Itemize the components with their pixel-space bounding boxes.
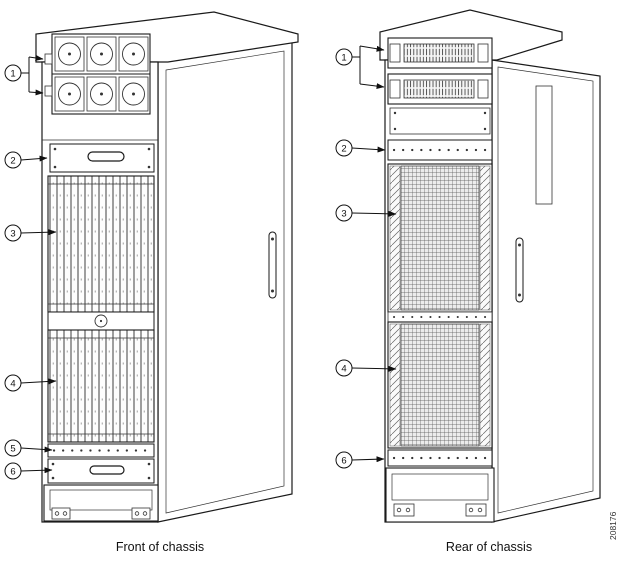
- front-bottom-panel: [43, 484, 159, 522]
- rear-callouts: 1 2 3 4 6: [335, 45, 397, 469]
- front-lower-panel-handle-slot: [89, 465, 125, 475]
- front-callout-5-label: 5: [10, 444, 15, 455]
- fan-row-2: [54, 76, 149, 112]
- rear-shelf2-vent-grille: [403, 79, 475, 99]
- rear-upper-grille: [387, 163, 493, 313]
- front-chassis-drawing: [35, 11, 299, 523]
- rear-callout-1: 1: [335, 45, 385, 90]
- front-lower-card-cage: [47, 329, 155, 443]
- front-door-handle: [268, 231, 277, 299]
- front-callout-2-label: 2: [10, 156, 15, 167]
- rear-lower-grille: [387, 321, 493, 449]
- fan-row-1: [54, 36, 149, 72]
- rear-shelf1-vent-grille: [403, 43, 475, 63]
- rear-divider-strip: [387, 311, 493, 323]
- front-callout-4-label: 4: [10, 379, 15, 390]
- front-side-door: [157, 39, 293, 523]
- front-callout-1-label: 1: [10, 69, 15, 80]
- front-callouts: 1 2 3 4 5 6: [4, 54, 57, 480]
- front-fan-tab-upper: [44, 53, 53, 65]
- front-callout-2: 2: [4, 151, 48, 169]
- rear-bottom-panel: [385, 467, 495, 523]
- front-upper-card-cage: [47, 175, 155, 313]
- rear-callout-3: 3: [335, 204, 397, 222]
- rear-blank-plate: [389, 107, 491, 135]
- rear-lower-mesh: [400, 323, 480, 447]
- front-lower-panel: [47, 458, 155, 484]
- front-callout-3: 3: [4, 224, 57, 242]
- front-mid-divider: [47, 311, 155, 331]
- front-callout-6: 6: [4, 462, 53, 480]
- front-strip: [47, 443, 155, 458]
- rear-callout-6-label: 6: [341, 456, 346, 467]
- rear-foot-left: [393, 503, 415, 517]
- rear-callout-4-label: 4: [341, 364, 346, 375]
- front-fan-tab-lower: [44, 85, 53, 97]
- rear-caption: Rear of chassis: [446, 540, 532, 554]
- rear-callout-1-label: 1: [341, 53, 346, 64]
- front-upper-panel-handle-slot: [87, 151, 125, 162]
- rear-callout-2: 2: [335, 139, 386, 157]
- rear-power-shelf-2: [387, 73, 493, 105]
- rear-upper-mesh: [400, 165, 480, 311]
- front-side-door-inner-line: [165, 50, 285, 514]
- rear-foot-right: [465, 503, 487, 517]
- front-fan-modules: [44, 33, 151, 115]
- front-foot-left: [51, 507, 71, 520]
- front-foot-right: [131, 507, 151, 520]
- rear-chassis-drawing: [379, 9, 601, 523]
- rear-callout-3-label: 3: [341, 209, 346, 220]
- rear-screw-strip: [387, 139, 493, 161]
- figure-number: 208176: [608, 511, 618, 540]
- front-callout-6-label: 6: [10, 467, 15, 478]
- rear-door-recess: [535, 85, 553, 205]
- rear-callout-2-label: 2: [341, 144, 346, 155]
- rear-power-shelf-1: [387, 37, 493, 69]
- front-callout-1: 1: [4, 54, 44, 96]
- front-callout-5: 5: [4, 439, 53, 457]
- front-callout-4: 4: [4, 374, 57, 392]
- rear-side-door-inner-line: [497, 66, 594, 514]
- rear-callout-4: 4: [335, 359, 397, 377]
- front-upper-panel: [42, 139, 158, 173]
- rear-callout-6: 6: [335, 451, 385, 469]
- rear-side-door: [491, 59, 601, 523]
- front-callout-3-label: 3: [10, 229, 15, 240]
- rear-bottom-strip: [387, 449, 493, 467]
- rear-door-handle: [515, 237, 524, 303]
- front-caption: Front of chassis: [116, 540, 204, 554]
